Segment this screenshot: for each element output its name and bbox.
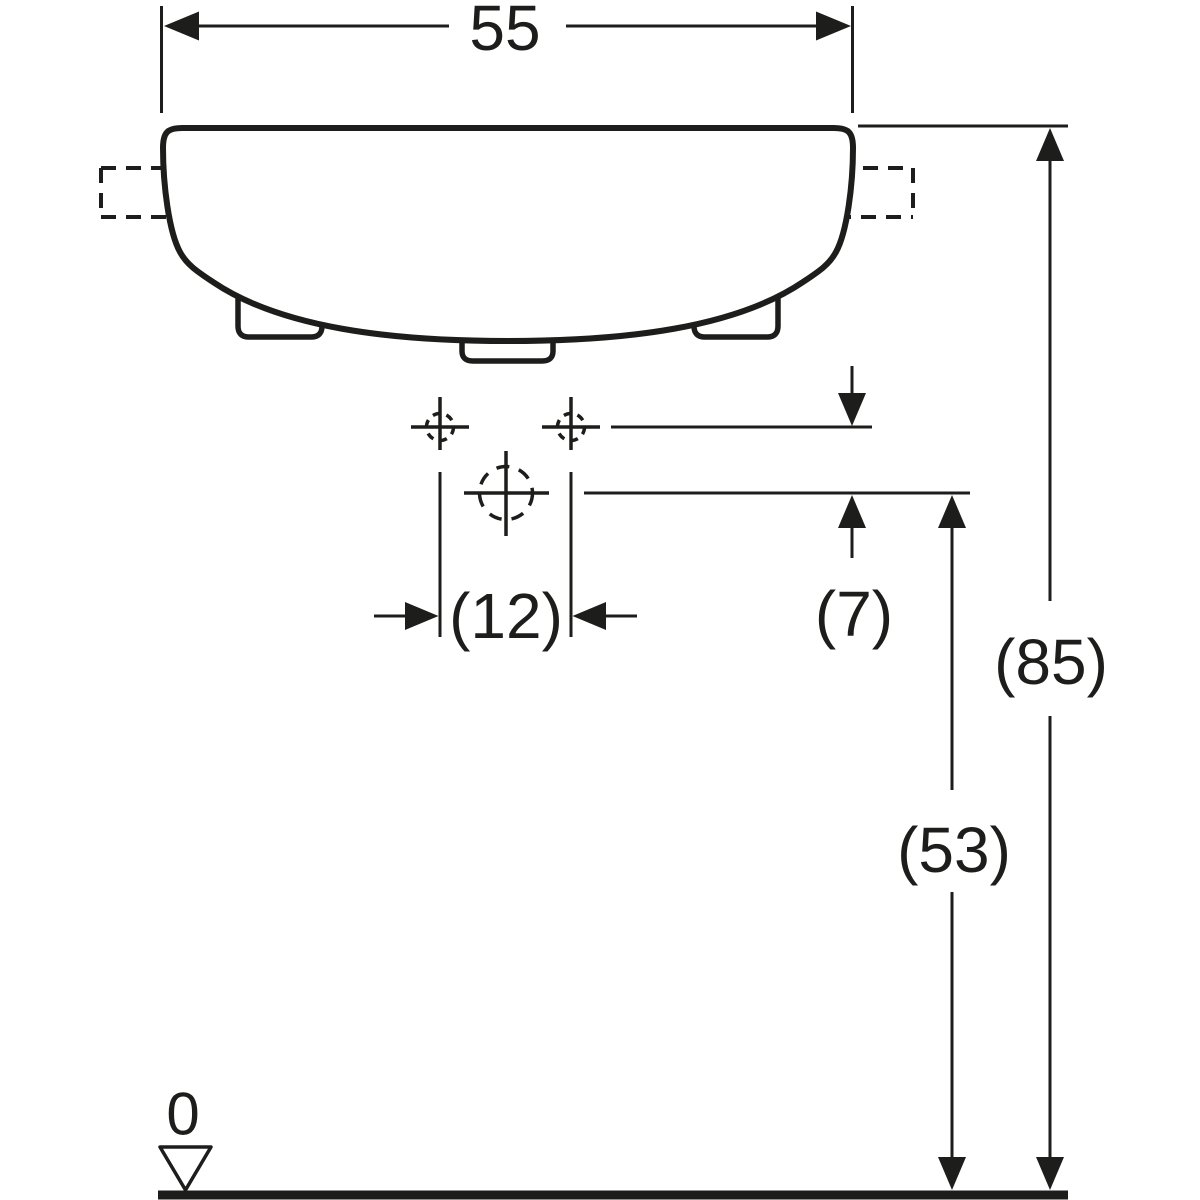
arrowhead-up-icon xyxy=(838,495,866,528)
arrowhead-right-icon xyxy=(572,602,606,630)
floor-datum-marker: 0 xyxy=(158,1081,213,1192)
basin-outline xyxy=(160,125,856,344)
arrowhead-up-icon xyxy=(938,495,966,528)
dimension-label-rim-height: (85) xyxy=(994,626,1108,698)
arrowhead-right-icon xyxy=(816,11,851,41)
tap-hole-left xyxy=(411,397,469,450)
outlet-hole xyxy=(464,451,549,536)
dimension-tap-hole-spacing: (12) xyxy=(374,472,637,652)
dimension-rim-height: (85) xyxy=(858,124,1108,1190)
dimension-overall-width: 55 xyxy=(160,0,854,113)
dimension-label-overall-width: 55 xyxy=(469,0,540,64)
arrowhead-up-icon xyxy=(1036,128,1064,161)
arrowhead-down-icon xyxy=(1036,1157,1064,1190)
datum-zero-label: 0 xyxy=(166,1081,199,1148)
dimension-hole-vertical-offset: (7) xyxy=(584,366,970,650)
washbasin-front-view xyxy=(99,125,915,364)
dimension-label-tap-hole-spacing: (12) xyxy=(449,580,563,652)
dimension-label-hole-vertical-offset: (7) xyxy=(815,578,893,650)
dimension-label-outlet-height: (53) xyxy=(897,814,1011,886)
arrowhead-down-icon xyxy=(838,393,866,426)
tap-hole-right xyxy=(542,397,600,450)
arrowhead-left-icon xyxy=(405,602,439,630)
arrowhead-down-icon xyxy=(938,1157,966,1190)
dimension-outlet-height: (53) xyxy=(897,495,1011,1190)
arrowhead-left-icon xyxy=(164,11,199,41)
datum-triangle-icon xyxy=(158,1145,213,1192)
